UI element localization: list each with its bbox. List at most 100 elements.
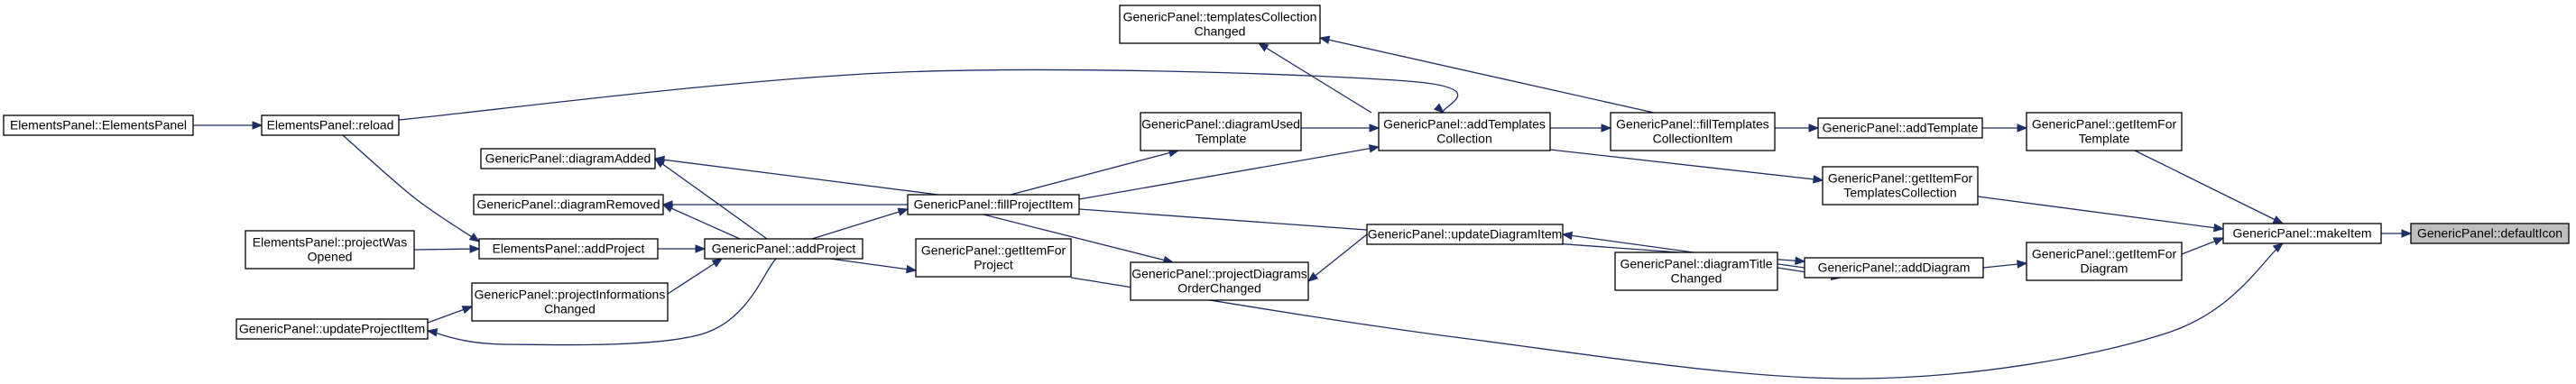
nodes-layer: GenericPanel::defaultIcon GenericPanel::m… — [3, 5, 2570, 340]
node-diagramAdded[interactable]: GenericPanel::diagramAdded — [480, 148, 656, 169]
node-fillProjectItem[interactable]: GenericPanel::fillProjectItem — [907, 194, 1080, 215]
node-box — [2222, 223, 2382, 244]
node-box — [2026, 242, 2183, 281]
edge-diagramUsedTemplate-to-addTemplatesCollection — [1301, 123, 1380, 133]
arrowhead-icon — [2017, 260, 2028, 269]
edge-addProject-to-diagramRemoved — [661, 204, 741, 240]
arrowhead-icon — [2212, 237, 2225, 246]
node-label: GenericPanel::templatesCollection — [1123, 10, 1317, 24]
node-label: Changed — [1671, 271, 1722, 286]
arrowhead-icon — [905, 264, 918, 274]
node-getItemForTemplatesCollection[interactable]: GenericPanel::getItemForTemplatesCollect… — [1822, 166, 1979, 206]
edge-addProject-to-getItemForProject — [829, 258, 918, 274]
arrowhead-icon — [1306, 271, 1319, 282]
node-box — [704, 238, 863, 260]
node-box — [1610, 112, 1776, 151]
edge-elementsPanelAddProject-to-addProject — [658, 244, 706, 253]
arrowhead-icon — [461, 306, 474, 315]
edge-projectInformationsChanged-to-addProject — [667, 258, 724, 295]
node-makeItem[interactable]: GenericPanel::makeItem — [2222, 223, 2382, 244]
node-label: GenericPanel::addDiagram — [1818, 261, 1971, 275]
node-addTemplate[interactable]: GenericPanel::addTemplate — [1817, 117, 1983, 139]
node-label: Collection — [1436, 132, 1491, 146]
node-label: CollectionItem — [1653, 132, 1733, 146]
node-elementsPanelReload[interactable]: ElementsPanel::reload — [261, 114, 400, 136]
edge-line — [1010, 150, 1179, 196]
arrowhead-icon — [2212, 223, 2225, 233]
node-box — [478, 238, 659, 260]
arrowhead-icon — [1813, 175, 1824, 184]
node-fillTemplatesCollectionItem[interactable]: GenericPanel::fillTemplatesCollectionIte… — [1610, 112, 1776, 151]
arrowhead-icon — [2272, 242, 2285, 253]
edge-line — [1307, 233, 1368, 282]
edge-line — [983, 214, 1174, 263]
edge-line — [811, 208, 909, 240]
node-label: Changed — [1195, 24, 1246, 39]
node-box — [1378, 112, 1551, 151]
edge-addProject-to-diagramAdded — [653, 158, 768, 240]
edge-getItemForTemplate-to-makeItem — [2134, 150, 2285, 224]
edge-line — [398, 69, 1459, 121]
node-label: GenericPanel::diagramRemoved — [476, 197, 660, 212]
node-defaultIcon[interactable]: GenericPanel::defaultIcon — [2410, 223, 2570, 244]
node-label: ElementsPanel::reload — [267, 118, 394, 133]
edge-fillTemplatesCollectionItem-to-addTemplate — [1775, 123, 1820, 133]
node-label: ElementsPanel::addProject — [493, 242, 645, 256]
node-box — [907, 194, 1080, 215]
node-box — [1614, 251, 1778, 291]
node-label: Template — [1196, 132, 1247, 146]
arrowhead-icon — [695, 244, 706, 253]
edge-line — [427, 258, 777, 346]
node-box — [1817, 117, 1983, 139]
edge-elementsPanelReload-to-addTemplatesCollection — [398, 69, 1459, 121]
arrowhead-icon — [1257, 42, 1270, 52]
arrowhead-icon — [469, 244, 481, 253]
node-updateDiagramItem[interactable]: GenericPanel::updateDiagramItem — [1366, 224, 1564, 245]
node-box — [915, 238, 1072, 278]
node-label: GenericPanel::updateProjectItem — [239, 322, 425, 336]
edge-updateDiagramItem-to-projectDiagramsOrderChanged — [1306, 233, 1368, 282]
arrowhead-icon — [1369, 123, 1380, 133]
node-label: GenericPanel::projectInformations — [475, 288, 666, 302]
edge-getItemForProject-to-makeItem — [1070, 242, 2285, 379]
edge-line — [654, 158, 768, 240]
node-box — [1130, 261, 1309, 301]
node-label: OrderChanged — [1177, 281, 1261, 296]
arrowhead-icon — [661, 204, 674, 213]
arrowhead-icon — [1601, 123, 1612, 133]
node-elementsPanelCtor[interactable]: ElementsPanel::ElementsPanel — [3, 114, 194, 136]
node-label: ElementsPanel::ElementsPanel — [10, 118, 187, 133]
node-box — [1822, 166, 1979, 206]
node-label: GenericPanel::getItemFor — [1828, 171, 1973, 186]
node-projectDiagramsOrderChanged[interactable]: GenericPanel::projectDiagramsOrderChange… — [1130, 261, 1309, 301]
node-updateProjectItem[interactable]: GenericPanel::updateProjectItem — [235, 318, 429, 340]
node-addProject[interactable]: GenericPanel::addProject — [704, 238, 863, 260]
node-label: GenericPanel::fillTemplates — [1616, 117, 1769, 132]
node-label: GenericPanel::getItemFor — [921, 243, 1066, 258]
edge-line — [342, 134, 480, 242]
arrowhead-icon — [653, 158, 666, 168]
edge-line — [1070, 242, 2284, 379]
node-label: TemplatesCollection — [1843, 186, 1956, 200]
edge-fillProjectItem-to-diagramUsedTemplate — [1010, 149, 1180, 196]
node-box — [1804, 257, 1984, 279]
node-label: GenericPanel::projectDiagrams — [1131, 267, 1307, 281]
node-addDiagram[interactable]: GenericPanel::addDiagram — [1804, 257, 1984, 279]
arrowhead-icon — [1368, 144, 1380, 153]
node-elementsPanelAddProject[interactable]: ElementsPanel::addProject — [478, 238, 659, 260]
arrowhead-icon — [2272, 215, 2285, 224]
node-diagramRemoved[interactable]: GenericPanel::diagramRemoved — [473, 194, 664, 215]
edge-line — [1258, 42, 1372, 114]
edge-getItemForTemplatesCollection-to-makeItem — [1977, 196, 2225, 233]
node-label: Project — [974, 258, 1013, 272]
